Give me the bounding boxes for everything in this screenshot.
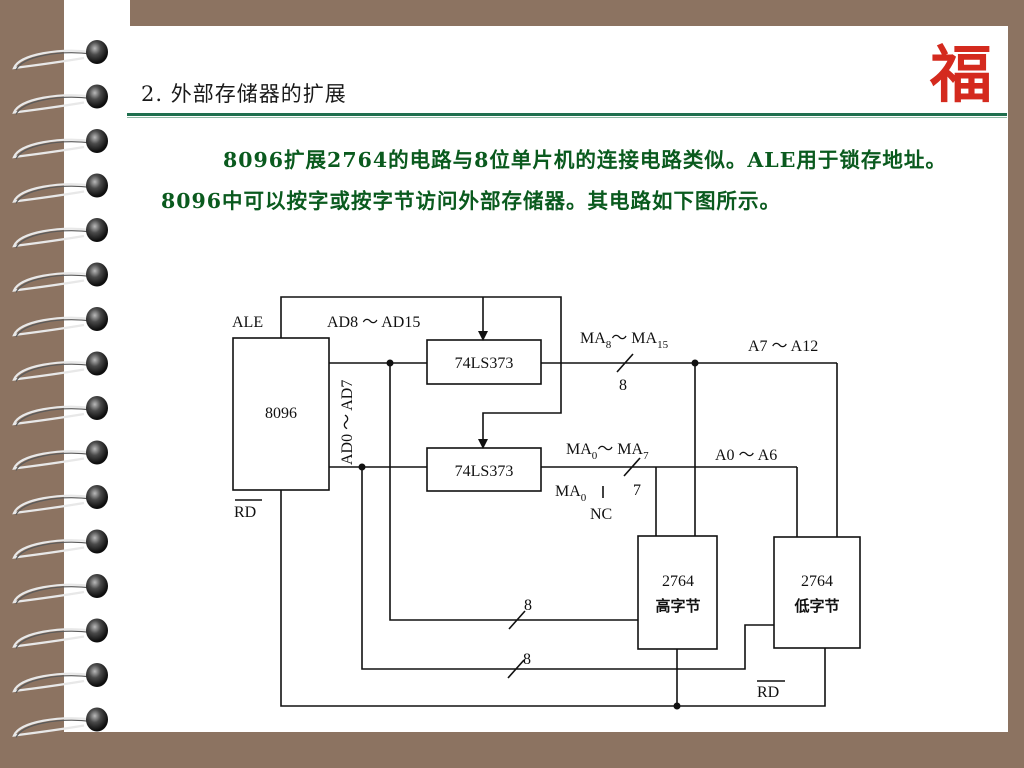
spiral-wire: [12, 49, 93, 70]
addr-high-label: A7 ～ A12: [748, 338, 818, 355]
spiral-wire: [12, 539, 93, 559]
ale-line: [280, 296, 562, 440]
ale-label: ALE: [232, 314, 263, 331]
spiral-wire: [12, 628, 93, 648]
ad-high-data-line: [389, 363, 638, 621]
bus-low-slash: [623, 457, 641, 477]
mem-low-role-label: 低字节: [793, 597, 839, 615]
spiral-wire-shadow: [15, 408, 93, 427]
ma0-label: MA0: [555, 483, 587, 504]
spiral-wire-shadow: [15, 719, 93, 738]
spiral-wire-shadow: [15, 363, 93, 382]
mem-high-block: [637, 535, 718, 650]
ad-low-data-line: [361, 467, 774, 670]
binding-hole: [86, 663, 108, 687]
binding-hole: [86, 529, 108, 554]
spiral-wire-shadow: [15, 52, 93, 71]
spiral-wire-shadow: [15, 96, 93, 115]
spiral-wire: [12, 316, 93, 337]
heading-rule-thin: [127, 117, 1007, 118]
data-high-slash: [508, 610, 526, 630]
spiral-wire-shadow: [15, 586, 93, 605]
latch-high-label: 74LS373: [455, 355, 514, 372]
cpu-label: 8096: [265, 405, 297, 422]
latch-low-label: 74LS373: [455, 463, 514, 480]
fu-seal-logo: 福: [929, 38, 992, 110]
binding-hole: [86, 396, 108, 420]
spiral-wire: [12, 272, 93, 292]
spiral-wire-shadow: [15, 452, 93, 471]
spiral-wire: [12, 361, 93, 381]
junction-dot: [386, 359, 394, 367]
bus-high-slash: [616, 353, 634, 373]
spiral-wire-shadow: [15, 274, 93, 293]
spiral-wire: [12, 227, 93, 248]
spiral-wire-shadow: [15, 497, 93, 516]
spiral-wire: [12, 183, 93, 203]
spiral-wire: [12, 450, 93, 470]
bus-high-width: 8: [619, 377, 627, 394]
binding-hole: [86, 707, 108, 732]
binding-hole: [86, 307, 108, 331]
binding-hole: [86, 262, 108, 287]
notebook-page-corner: [64, 0, 130, 26]
binding-hole: [86, 84, 108, 109]
spiral-wire-shadow: [15, 319, 93, 338]
data-low-slash: [507, 659, 525, 679]
binding-hole: [86, 173, 108, 198]
spiral-wire-shadow: [15, 541, 93, 560]
ma-high-label: MA8～ MA15: [580, 330, 669, 351]
addr-low-label: A0 ～ A6: [715, 447, 777, 464]
fu-seal-char: 福: [929, 38, 992, 110]
spiral-wire: [12, 94, 93, 114]
spiral-wire-shadow: [15, 675, 93, 694]
mem-low-chip-label: 2764: [801, 573, 833, 590]
bus-low-width: 7: [633, 482, 641, 499]
latch-low-block: [426, 447, 542, 492]
spiral-wire-shadow: [15, 230, 93, 249]
spiral-wire: [12, 494, 93, 515]
junction-dot: [673, 702, 681, 710]
spiral-wire-shadow: [15, 141, 93, 160]
binding-hole: [86, 485, 108, 509]
spiral-wire-shadow: [15, 185, 93, 204]
ale-arrow-low: [478, 439, 488, 449]
binding-hole: [86, 574, 108, 598]
notebook-page: [64, 26, 1008, 732]
spiral-wire: [12, 717, 93, 737]
spiral-wire: [12, 405, 93, 426]
mem-high-role-label: 高字节: [655, 597, 700, 615]
binding-hole: [86, 440, 108, 465]
heading-rule: [127, 113, 1007, 116]
body-paragraph: 8096扩展2764的电路与8位单片机的连接电路类似。ALE用于锁存地址。809…: [161, 148, 947, 213]
rd-cpu-label: RD: [234, 504, 256, 521]
spiral-binding: [12, 40, 108, 738]
mem-low-block: [773, 536, 861, 649]
ale-arrow-high: [478, 331, 488, 341]
binding-hole: [86, 40, 108, 64]
spiral-wire: [12, 583, 93, 604]
binding-hole: [86, 351, 108, 376]
junction-dot: [691, 359, 699, 367]
slide-heading: 2. 外部存储器的扩展: [141, 82, 347, 106]
junction-dot: [358, 463, 366, 471]
data-high-width: 8: [524, 597, 532, 614]
ad-low-label: AD0 ～ AD7: [339, 380, 356, 465]
latch-high-block: [426, 339, 542, 385]
binding-hole: [86, 618, 108, 643]
nc-label: NC: [590, 506, 612, 523]
binding-hole: [86, 218, 108, 242]
spiral-wire: [12, 672, 93, 693]
rd-line: [280, 490, 826, 707]
spiral-wire: [12, 138, 93, 159]
binding-hole: [86, 129, 108, 153]
data-low-width: 8: [523, 651, 531, 668]
rd-bottom-label: RD: [757, 684, 779, 701]
spiral-wire-shadow: [15, 630, 93, 649]
ad-high-label: AD8 ～ AD15: [327, 314, 420, 331]
mem-high-chip-label: 2764: [662, 573, 694, 590]
ma-low-label: MA0～ MA7: [566, 441, 649, 462]
